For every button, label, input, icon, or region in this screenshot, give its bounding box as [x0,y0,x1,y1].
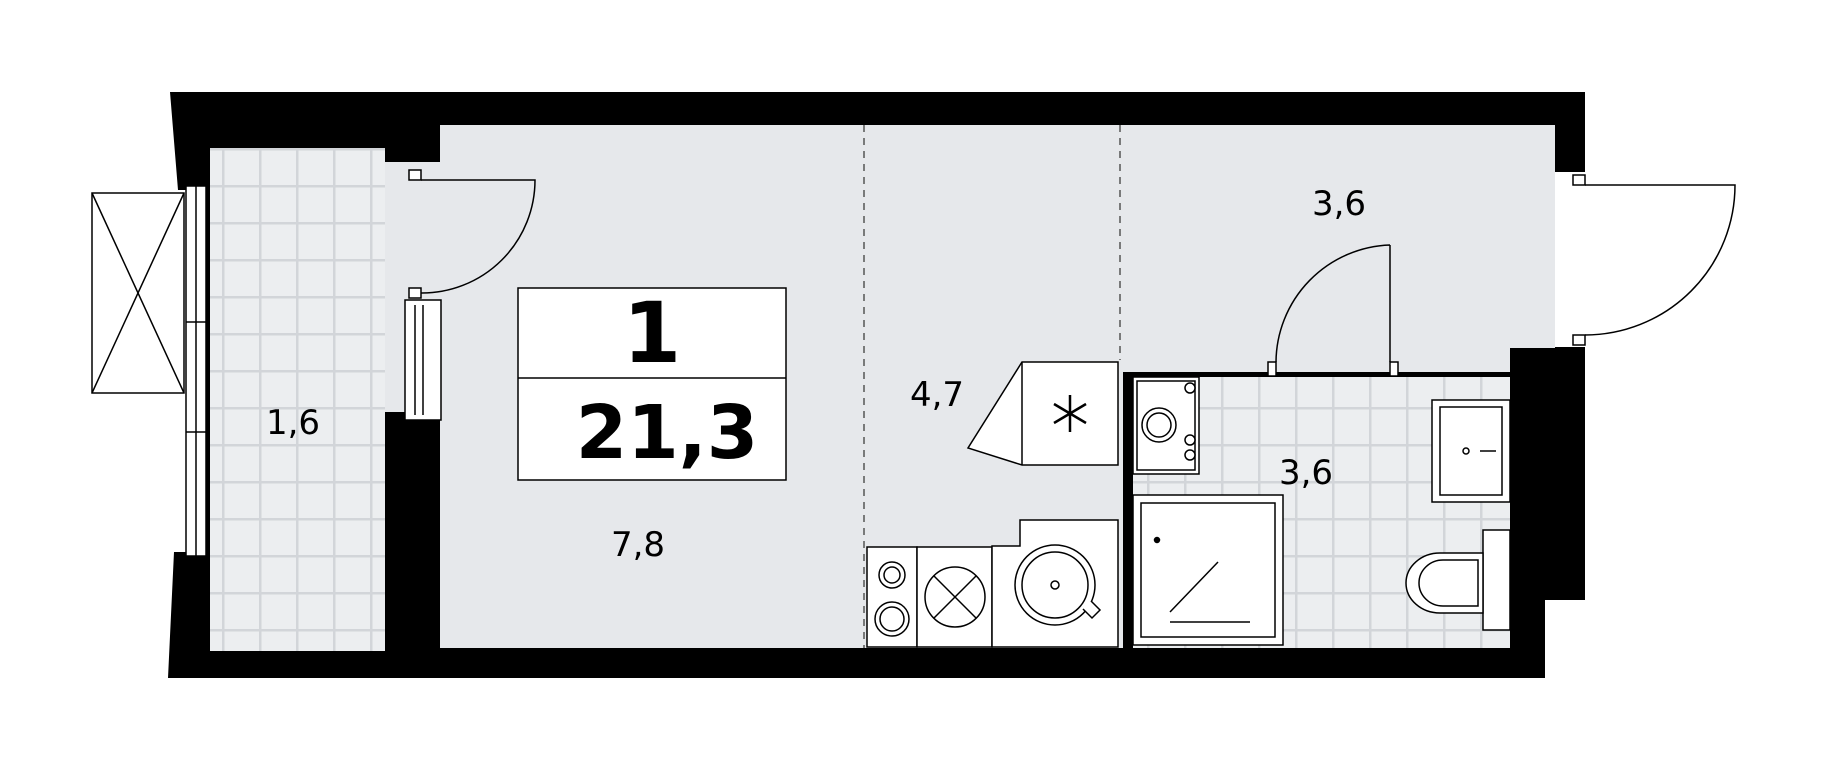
room-count: 1 [623,284,681,382]
entrance-door [1555,172,1736,347]
toilet [1405,529,1511,631]
balcony-area: 1,6 [266,403,320,443]
hall-area: 3,6 [1312,184,1366,224]
balcony-window [185,185,207,557]
balcony-floor [210,148,385,651]
total-area: 21,3 [576,390,759,476]
snowflake-icon [1053,395,1087,432]
kitchen-counter [866,519,1119,648]
balcony-cabinet [91,192,185,394]
bathroom-door [1267,244,1399,377]
inner-window [404,299,442,421]
fridge [966,361,1119,466]
bathroom-area: 3,6 [1279,453,1333,493]
main-room-floor [385,125,1555,648]
sink [1431,399,1511,503]
washing-machine [1132,376,1200,475]
living-area: 7,8 [611,525,665,565]
balcony-door [408,169,536,299]
kitchen-area: 4,7 [910,375,964,415]
shower [1132,494,1284,646]
apartment-summary: 1 21,3 [517,284,787,481]
